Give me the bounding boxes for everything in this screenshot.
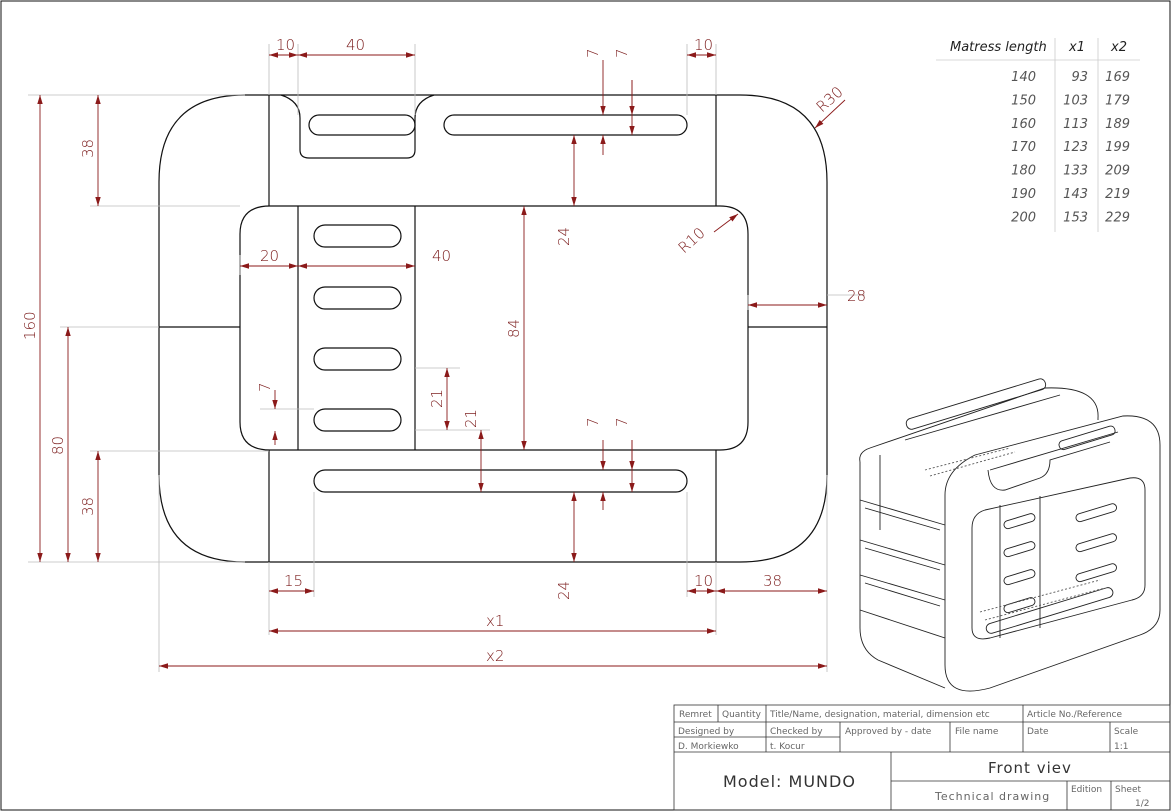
dim-bottom-24: 24 <box>555 581 573 600</box>
ladder-rung-1 <box>313 224 402 248</box>
tb-scale-label: Scale <box>1114 727 1139 737</box>
dim-left-38-bottom: 38 <box>79 497 97 516</box>
table-cell: 179 <box>1105 93 1130 108</box>
tb-designed-by: D. Morkiewko <box>678 742 739 752</box>
table-cell: 133 <box>1063 164 1088 179</box>
table-cell: 140 <box>1011 70 1036 85</box>
dim-left-160: 160 <box>21 311 39 340</box>
dim-top-left-40: 40 <box>346 36 365 54</box>
extension-lines <box>28 44 865 672</box>
table-cell: 199 <box>1105 140 1130 155</box>
tb-subtitle: Technical drawing <box>934 790 1050 803</box>
tb-edition-label: Edition <box>1071 785 1102 795</box>
dim-bottom-7b: 7 <box>613 417 631 427</box>
table-cell: 143 <box>1063 187 1088 202</box>
table-header-length: Matress length <box>950 40 1047 55</box>
handle-bottom-long <box>313 469 688 493</box>
table-cell: 229 <box>1105 210 1130 225</box>
top-notch <box>280 94 435 159</box>
dim-radius-10: R10 <box>675 224 709 257</box>
table-cell: 200 <box>1011 210 1036 225</box>
dim-center-24-top: 24 <box>555 227 573 246</box>
dim-top-right-7b: 7 <box>613 48 631 58</box>
tb-quantity: Quantity <box>722 710 762 720</box>
handle-top-long <box>443 114 688 136</box>
tb-model: Model: MUNDO <box>723 772 856 791</box>
table-cell: 170 <box>1011 140 1036 155</box>
dim-left-38-top: 38 <box>79 139 97 158</box>
dim-bottom-38: 38 <box>763 572 782 590</box>
dim-top-right-7a: 7 <box>584 48 602 58</box>
dimension-labels: 10 40 7 7 10 R30 R10 38 160 80 38 20 40 … <box>21 36 866 665</box>
dim-left-7: 7 <box>256 382 274 392</box>
tb-sheet-label: Sheet <box>1115 785 1141 795</box>
table-cell: 113 <box>1063 117 1088 132</box>
front-view <box>158 94 828 563</box>
dim-bottom-15: 15 <box>284 572 303 590</box>
table-cell: 153 <box>1063 210 1088 225</box>
table-cell: 103 <box>1063 93 1088 108</box>
tb-view: Front viev <box>988 759 1072 777</box>
ladder-rung-3 <box>313 347 402 371</box>
table-cell: 209 <box>1105 164 1130 179</box>
dim-right-28: 28 <box>847 287 866 305</box>
tb-sheet-value: 1/2 <box>1135 799 1149 809</box>
tb-scale-value: 1:1 <box>1114 742 1128 752</box>
ladder-rung-2 <box>313 286 402 310</box>
dim-bottom-7a: 7 <box>584 417 602 427</box>
tb-checked-label: Checked by <box>770 727 823 737</box>
dim-top-left-10: 10 <box>276 36 295 54</box>
table-cell: 219 <box>1105 187 1130 202</box>
table-rows: 140 93 169 150 103 179 160 113 189 170 123 199 180 13… <box>1011 70 1130 225</box>
table-cell: 150 <box>1011 93 1036 108</box>
ladder-rung-4 <box>313 408 402 432</box>
inner-opening <box>239 205 749 451</box>
tb-remret: Remret <box>679 710 712 720</box>
dim-radius-30: R30 <box>813 83 847 116</box>
tb-title: Title/Name, designation, material, dimen… <box>769 710 990 720</box>
tb-date-label: Date <box>1027 727 1049 737</box>
tb-article: Article No./Reference <box>1027 710 1122 720</box>
dim-x2: x2 <box>486 647 504 665</box>
table-header-x2: x2 <box>1110 40 1127 55</box>
table-cell: 180 <box>1011 164 1036 179</box>
dim-bottom-10: 10 <box>694 572 713 590</box>
tb-checked-by: t. Kocur <box>770 742 805 752</box>
table-cell: 190 <box>1011 187 1036 202</box>
tb-file-label: File name <box>955 727 999 737</box>
isometric-view <box>859 378 1161 692</box>
table-cell: 189 <box>1105 117 1130 132</box>
dim-left-80: 80 <box>49 436 67 455</box>
table-cell: 169 <box>1105 70 1130 85</box>
handle-top-left <box>308 114 416 136</box>
tb-approved-label: Approved by - date <box>845 727 932 737</box>
dim-center-84: 84 <box>505 319 523 338</box>
title-block <box>673 704 1171 811</box>
dim-mid-21b: 21 <box>462 409 480 428</box>
table-cell: 160 <box>1011 117 1036 132</box>
dim-x1: x1 <box>486 612 504 630</box>
dim-inner-20: 20 <box>260 247 279 265</box>
dim-mid-21a: 21 <box>428 389 446 408</box>
table-cell: 93 <box>1071 70 1088 85</box>
outer-frame <box>158 94 828 563</box>
tb-designed-label: Designed by <box>678 727 735 737</box>
table-header-x1: x1 <box>1068 40 1085 55</box>
dim-inner-40: 40 <box>432 247 451 265</box>
title-block-text: Remret Quantity Title/Name, designation,… <box>678 710 1149 809</box>
dim-top-right-10: 10 <box>694 36 713 54</box>
table-cell: 123 <box>1063 140 1088 155</box>
mattress-table: Matress length x1 x2 140 93 169 150 103 179 16… <box>936 38 1140 232</box>
dimension-lines <box>37 52 846 669</box>
